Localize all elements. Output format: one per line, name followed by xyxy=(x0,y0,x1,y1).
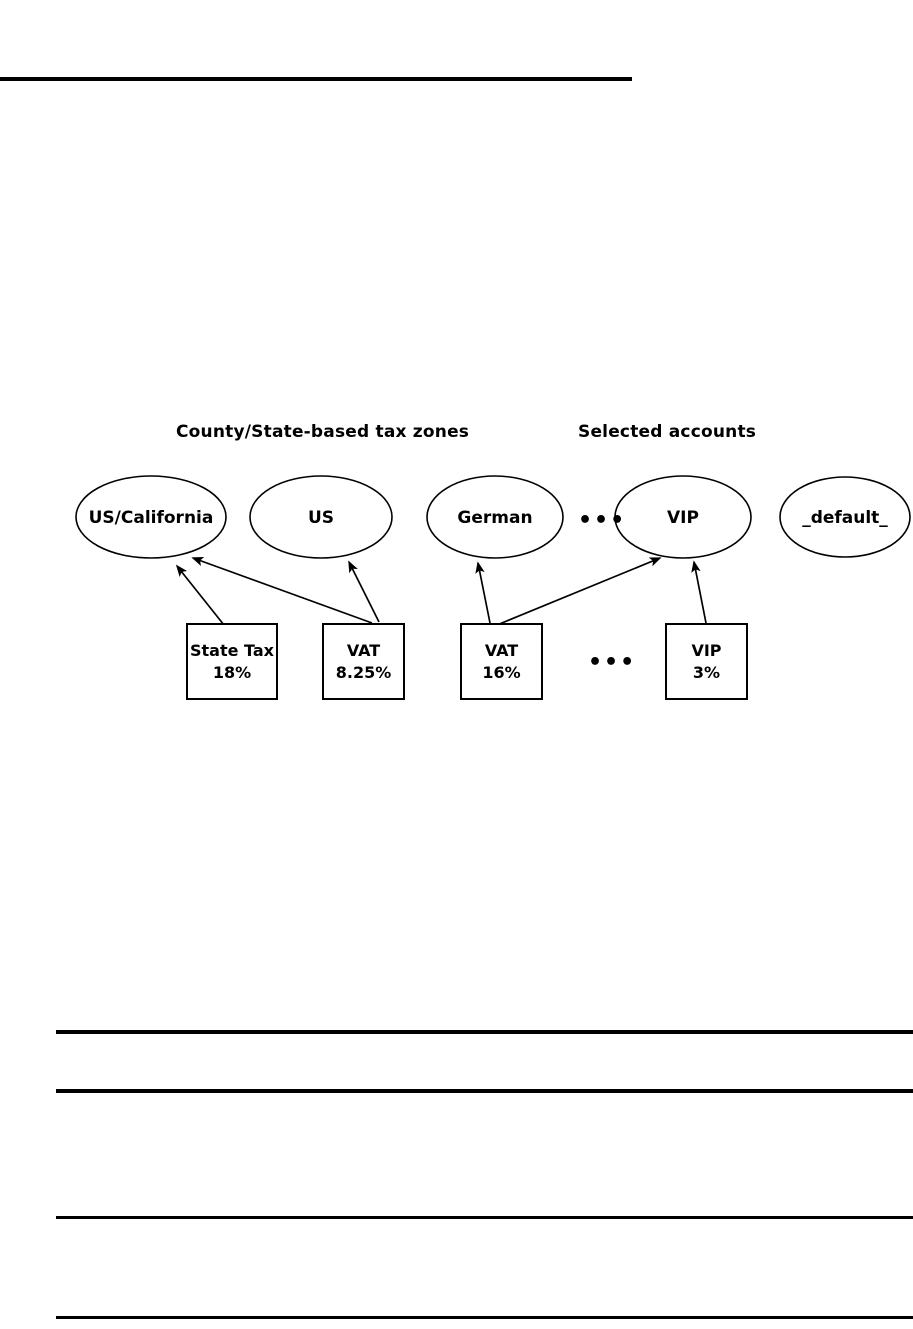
rate-box-state-tax[interactable]: State Tax 18% xyxy=(186,623,278,700)
node-ellipse-us-california[interactable] xyxy=(75,475,227,559)
diagram-canvas xyxy=(75,475,911,626)
edge-vat825-to-us-california xyxy=(191,557,373,624)
rate-box-value: 18% xyxy=(212,662,252,682)
box-row-ellipsis: ••• xyxy=(588,650,637,675)
node-label-vip: VIP xyxy=(667,508,699,528)
rate-box-value: 3% xyxy=(692,662,721,682)
rate-box-value: 8.25% xyxy=(335,662,392,682)
rate-box-vip-3[interactable]: VIP 3% xyxy=(665,623,748,700)
rate-box-vat-16[interactable]: VAT 16% xyxy=(460,623,543,700)
bottom-horizontal-rule-4 xyxy=(56,1316,913,1319)
node-label-german: German xyxy=(457,508,533,528)
node-row-ellipsis: ••• xyxy=(578,508,627,533)
node-ellipse-vip[interactable] xyxy=(614,475,752,559)
edge-state-tax-to-us-california xyxy=(175,564,225,626)
node-label-default: _default_ xyxy=(802,508,888,528)
top-horizontal-rule xyxy=(0,77,632,81)
edge-vat825-to-us xyxy=(348,560,380,623)
rate-box-title: VIP xyxy=(691,640,722,660)
rate-box-vat-825[interactable]: VAT 8.25% xyxy=(322,623,405,700)
node-ellipse-german[interactable] xyxy=(426,475,564,559)
rate-box-title: State Tax xyxy=(189,640,274,660)
rate-box-title: VAT xyxy=(484,640,519,660)
bottom-horizontal-rule-2 xyxy=(56,1089,913,1093)
edge-vat16-to-german xyxy=(475,561,491,624)
edge-vip3-to-vip xyxy=(691,560,707,624)
group-label-selected-accounts: Selected accounts xyxy=(578,422,757,442)
rate-box-title: VAT xyxy=(346,640,381,660)
node-label-us-california: US/California xyxy=(88,508,214,528)
node-ellipse-us[interactable] xyxy=(249,475,393,559)
bottom-horizontal-rule-3 xyxy=(56,1216,913,1219)
rate-box-value: 16% xyxy=(482,662,521,682)
tax-zone-diagram: County/State-based tax zones Selected ac… xyxy=(0,410,913,720)
node-label-us: US xyxy=(307,508,335,528)
group-label-tax-zones: County/State-based tax zones xyxy=(176,422,470,442)
edge-vat16-to-vip xyxy=(496,557,662,626)
node-ellipse-default[interactable] xyxy=(779,476,911,558)
bottom-horizontal-rule-1 xyxy=(56,1030,913,1034)
